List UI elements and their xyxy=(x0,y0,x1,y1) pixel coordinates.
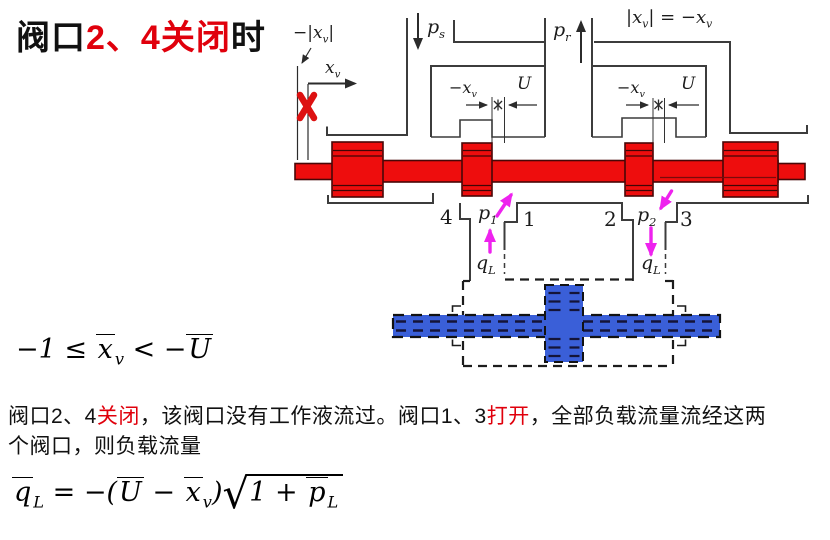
piston xyxy=(544,284,584,363)
dim-negxv-label-left: −xv xyxy=(449,78,477,101)
spool-land xyxy=(331,141,384,198)
cylinder-dashed xyxy=(461,278,675,368)
valve-body-upper xyxy=(326,18,808,138)
dim-u-label-left: U xyxy=(517,74,532,94)
spool-shaft xyxy=(332,159,779,183)
spool-groove-lines xyxy=(333,149,777,192)
actuator xyxy=(391,284,722,363)
valve-body-lower xyxy=(327,193,809,281)
dimension-arrows xyxy=(466,99,699,111)
p1-label: p1 xyxy=(478,202,498,227)
port-2-label: 2 xyxy=(604,207,617,231)
title-prefix: 阀口 xyxy=(16,19,86,57)
axis-pointer-arrow xyxy=(301,47,312,64)
x-mark-icon xyxy=(296,91,318,122)
spool xyxy=(294,141,806,198)
spool-shaft-left-stub xyxy=(294,162,336,181)
pressure-arrows xyxy=(413,13,586,63)
body-paragraph: 阀口2、4关闭，该阀口没有工作液流过。阀口1、3打开，全部负载流量流经这两个阀口… xyxy=(8,405,767,458)
asterisk-icon xyxy=(493,99,503,111)
axis-xv-label: xv xyxy=(325,58,341,81)
flow-arrow-diag-left xyxy=(495,192,513,218)
top-equation-label: |xv| = −xv xyxy=(626,7,713,31)
title-highlight: 2、4关闭 xyxy=(86,19,231,57)
flow-arrow-diag-right xyxy=(659,189,674,211)
axis-annotation xyxy=(296,47,357,160)
spool-land xyxy=(461,142,493,197)
port-4-label: 4 xyxy=(440,205,453,229)
flow-arrows xyxy=(484,189,674,257)
ql-label-left: qL xyxy=(476,252,496,277)
pr-label: pr xyxy=(553,19,571,44)
p2-label: p2 xyxy=(637,204,657,229)
axis-neg-abs-label: −|xv| xyxy=(293,23,335,46)
radical-sign: √ xyxy=(222,469,250,518)
asterisk-icon xyxy=(654,99,663,111)
page-title: 阀口2、4关闭时 xyxy=(16,10,266,59)
spool-shaft-right-stub xyxy=(775,162,806,181)
dim-negxv-label-right: −xv xyxy=(617,78,645,101)
cylinder-brackets xyxy=(451,305,687,347)
ps-label: ps xyxy=(427,16,446,41)
spool-land xyxy=(722,141,779,198)
dim-u-label-right: U xyxy=(681,74,696,94)
title-suffix: 时 xyxy=(230,19,266,57)
spool-land xyxy=(624,142,654,197)
metering-edge-lines xyxy=(491,97,665,143)
port-3-label: 3 xyxy=(680,207,693,231)
ql-label-right: qL xyxy=(641,252,661,277)
port-1-label: 1 xyxy=(523,207,536,231)
